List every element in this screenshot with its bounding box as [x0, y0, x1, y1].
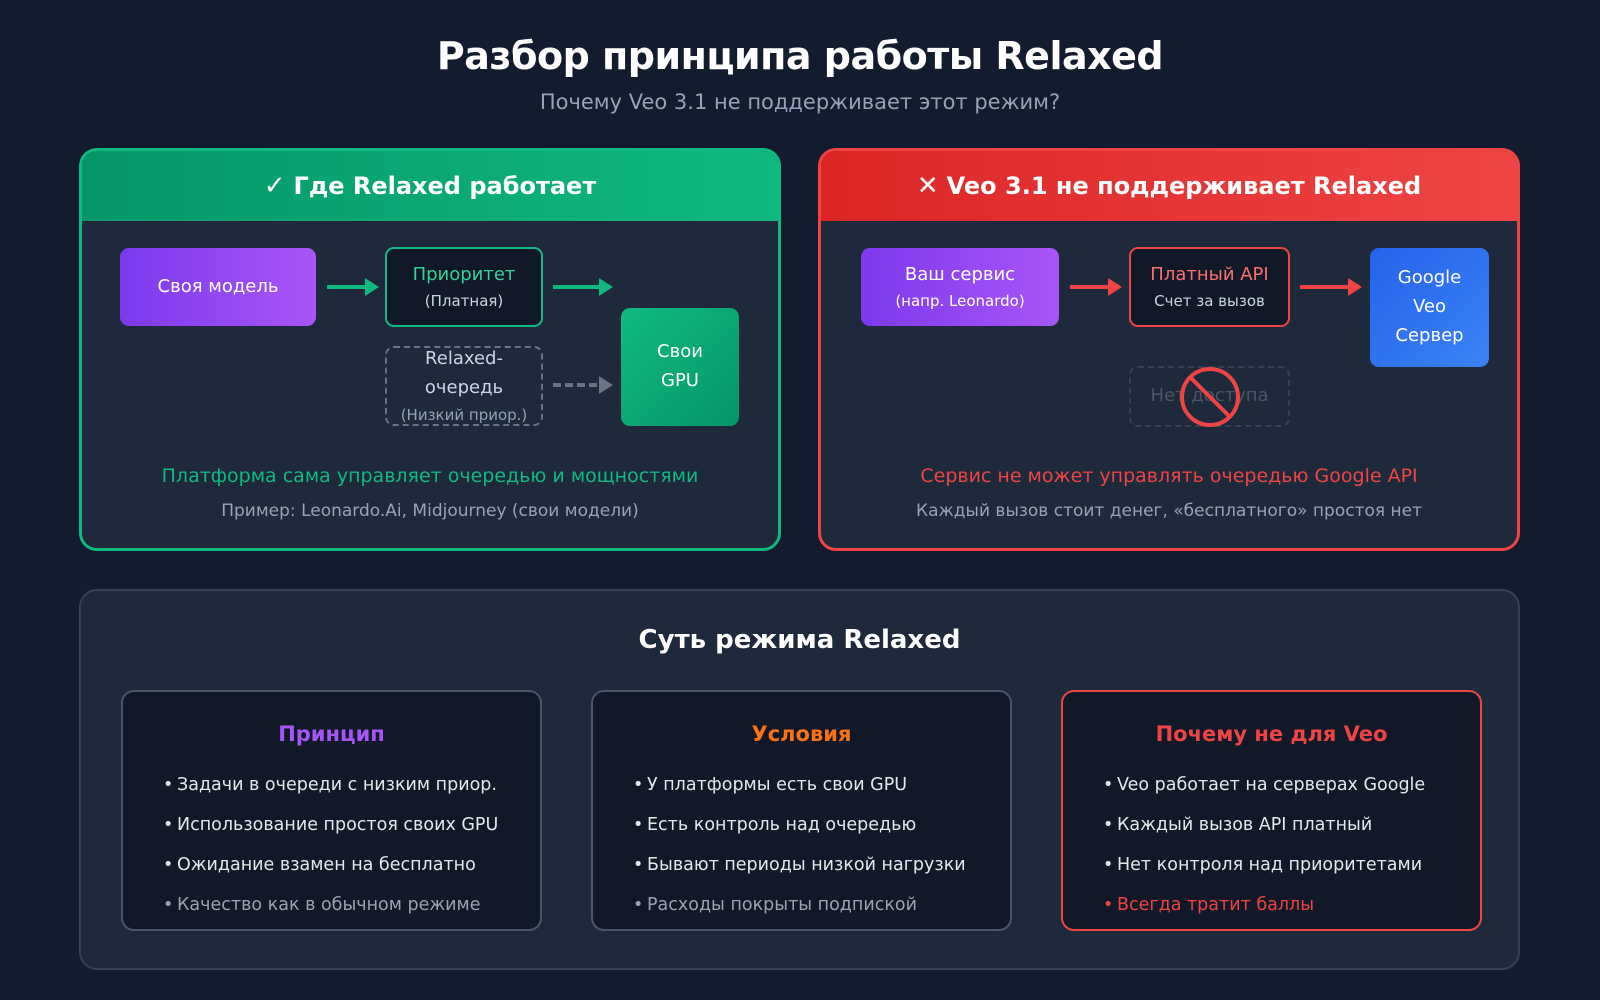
relaxed-queue-label: Relaxed-очередь: [424, 348, 504, 398]
veo-unsupported-sub: Каждый вызов стоит денег, «бесплатного» …: [916, 501, 1422, 521]
veo-label: Veo: [1412, 296, 1446, 318]
list-item: •Есть контроль над очередью: [633, 815, 917, 835]
list-item: •Качество как в обычном режиме: [163, 895, 481, 915]
list-item: •Задачи в очереди с низким приор.: [163, 775, 497, 795]
veo-unsupported-panel: ✕ Veo 3.1 не поддерживает Relaxed Ваш се…: [818, 148, 1520, 551]
relaxed-works-note: Платформа сама управляет очередью и мощн…: [161, 465, 699, 487]
paid-api-box: Платный API Счет за вызов: [1129, 247, 1290, 327]
list-item: •Нет контроля над приоритетами: [1103, 855, 1423, 875]
why-not-veo-card: Почему не для Veo •Veo работает на серве…: [1061, 690, 1482, 931]
list-item: •Ожидание взамен на бесплатно: [163, 855, 476, 875]
relaxed-queue-sublabel: (Низкий приор.): [400, 405, 528, 424]
list-item: •Использование простоя своих GPU: [163, 815, 499, 835]
paid-api-label: Платный API: [1150, 263, 1269, 285]
relaxed-works-example: Пример: Leonardo.Ai, Midjourney (свои мо…: [221, 501, 639, 521]
relaxed-queue-box: Relaxed-очередь (Низкий приор.): [385, 346, 543, 426]
essence-title: Суть режима Relaxed: [638, 625, 961, 655]
your-service-sublabel: (напр. Leonardo): [895, 292, 1025, 311]
relaxed-essence-section: Суть режима Relaxed Принцип •Задачи в оч…: [79, 589, 1520, 970]
arrow-priority-to-gpu: [553, 278, 613, 296]
google-veo-server-box: Google Veo Сервер: [1370, 248, 1489, 367]
list-item: •Каждый вызов API платный: [1103, 815, 1373, 835]
paid-api-sublabel: Счет за вызов: [1154, 292, 1265, 311]
list-item: •Всегда тратит баллы: [1103, 895, 1315, 915]
own-gpu-box: Свои GPU: [621, 308, 739, 426]
principle-card: Принцип •Задачи в очереди с низким приор…: [121, 690, 542, 931]
priority-label: Приоритет: [412, 263, 516, 285]
priority-sublabel: (Платная): [424, 292, 504, 311]
arrow-api-to-google: [1300, 278, 1362, 296]
list-item: •У платформы есть свои GPU: [633, 775, 908, 795]
prohibited-icon: [1180, 367, 1240, 427]
principle-title: Принцип: [278, 722, 385, 746]
page-subtitle: Почему Veo 3.1 не поддерживает этот режи…: [539, 90, 1061, 114]
priority-box: Приоритет (Платная): [385, 247, 543, 327]
server-label: Сервер: [1395, 324, 1464, 346]
conditions-card: Условия •У платформы есть свои GPU •Есть…: [591, 690, 1012, 931]
your-service-label: Ваш сервис: [904, 263, 1016, 285]
arrow-queue-to-gpu: [553, 376, 613, 394]
relaxed-works-panel: ✓ Где Relaxed работает Своя модель Приор…: [79, 148, 781, 551]
relaxed-works-header: ✓ Где Relaxed работает: [82, 151, 778, 221]
arrow-service-to-api: [1070, 278, 1122, 296]
your-service-box: Ваш сервис (напр. Leonardo): [861, 248, 1059, 326]
list-item: •Veo работает на серверах Google: [1103, 775, 1426, 795]
own-gpu-line1: Свои: [657, 341, 703, 363]
own-gpu-line2: GPU: [661, 370, 699, 391]
list-item: •Расходы покрыты подпиской: [633, 895, 917, 915]
check-icon: ✓: [263, 171, 286, 201]
conditions-title: Условия: [751, 722, 852, 746]
relaxed-works-title: Где Relaxed работает: [293, 172, 597, 200]
arrow-model-to-priority: [327, 278, 379, 296]
why-not-veo-title: Почему не для Veo: [1155, 722, 1388, 746]
veo-unsupported-header: ✕ Veo 3.1 не поддерживает Relaxed: [821, 151, 1517, 221]
veo-unsupported-title: Veo 3.1 не поддерживает Relaxed: [946, 172, 1422, 200]
list-item: •Бывают периоды низкой нагрузки: [633, 855, 966, 875]
page-title: Разбор принципа работы Relaxed: [436, 34, 1164, 78]
veo-unsupported-note: Сервис не может управлять очередью Googl…: [920, 465, 1418, 487]
own-model-label: Своя модель: [157, 275, 279, 297]
own-model-box: Своя модель: [120, 248, 316, 326]
cross-icon: ✕: [916, 171, 939, 201]
google-label: Google: [1397, 267, 1462, 289]
